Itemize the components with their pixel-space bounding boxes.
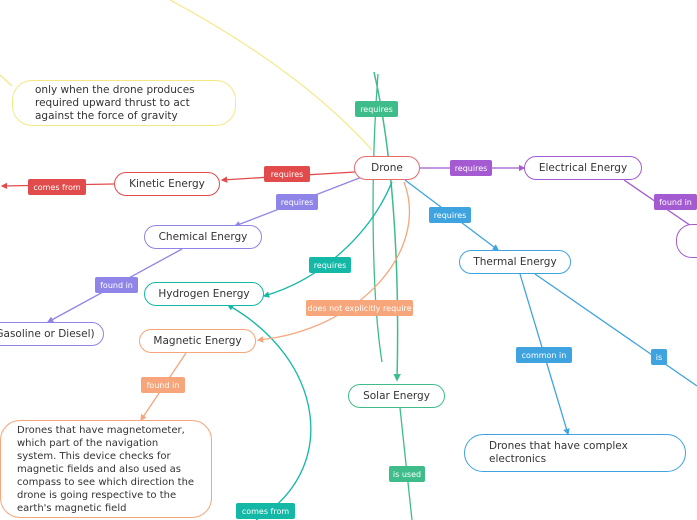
link-label-comes-from-hydrogen: comes from — [236, 503, 295, 519]
magnetic-energy-node[interactable]: Magnetic Energy — [139, 329, 256, 353]
chemical-energy-node[interactable]: Chemical Energy — [144, 225, 262, 249]
link-label-found-in-magnetic: found in — [141, 377, 185, 393]
link-label-requires-solar: requires — [355, 101, 398, 117]
link-label-requires-chemical: requires — [276, 194, 318, 210]
link-label-common-in: common in — [516, 347, 572, 363]
gasoline-node[interactable]: Gasoline or Diesel) — [0, 322, 104, 346]
link-label-found-in-chemical: found in — [95, 277, 138, 293]
drone-node[interactable]: Drone — [354, 156, 420, 180]
edge-drone-thrust-note — [169, 0, 373, 151]
complex-electronics-node[interactable]: Drones that have complex electronics — [464, 434, 686, 472]
thrust-note-node[interactable]: only when the drone produces required up… — [12, 80, 236, 126]
link-label-requires-hydrogen: requires — [309, 257, 351, 273]
hydrogen-energy-node[interactable]: Hydrogen Energy — [144, 282, 264, 306]
link-label-comes-from-kinetic: comes from — [28, 179, 86, 195]
electrical-energy-node[interactable]: Electrical Energy — [524, 156, 642, 180]
kinetic-energy-node[interactable]: Kinetic Energy — [114, 172, 220, 196]
edge-drone-hydrogen — [262, 181, 393, 298]
link-label-requires-kinetic: requires — [264, 166, 310, 182]
magnetometer-note-node[interactable]: Drones that have magnetometer, which par… — [0, 420, 212, 518]
edge-drone-magnetic — [256, 181, 410, 343]
link-label-not-explicitly: does not explicitly require — [306, 300, 413, 316]
link-label-requires-thermal: requires — [429, 207, 471, 223]
edge-thermal-is — [534, 273, 697, 387]
link-label-is: is — [651, 349, 667, 365]
edge-solar-loop — [372, 73, 383, 363]
solar-energy-node[interactable]: Solar Energy — [348, 384, 445, 408]
edge-solar-is-used — [399, 407, 413, 520]
thermal-energy-node[interactable]: Thermal Energy — [459, 250, 571, 274]
edge-drone-solar — [373, 71, 401, 382]
link-label-is-used: is used — [389, 466, 425, 482]
link-label-requires-electrical: requires — [450, 160, 492, 176]
edge-thrust-note-in — [0, 74, 13, 87]
edge-hydrogen-comes-from — [226, 304, 312, 520]
link-label-found-in-electrical: found in — [654, 194, 697, 210]
